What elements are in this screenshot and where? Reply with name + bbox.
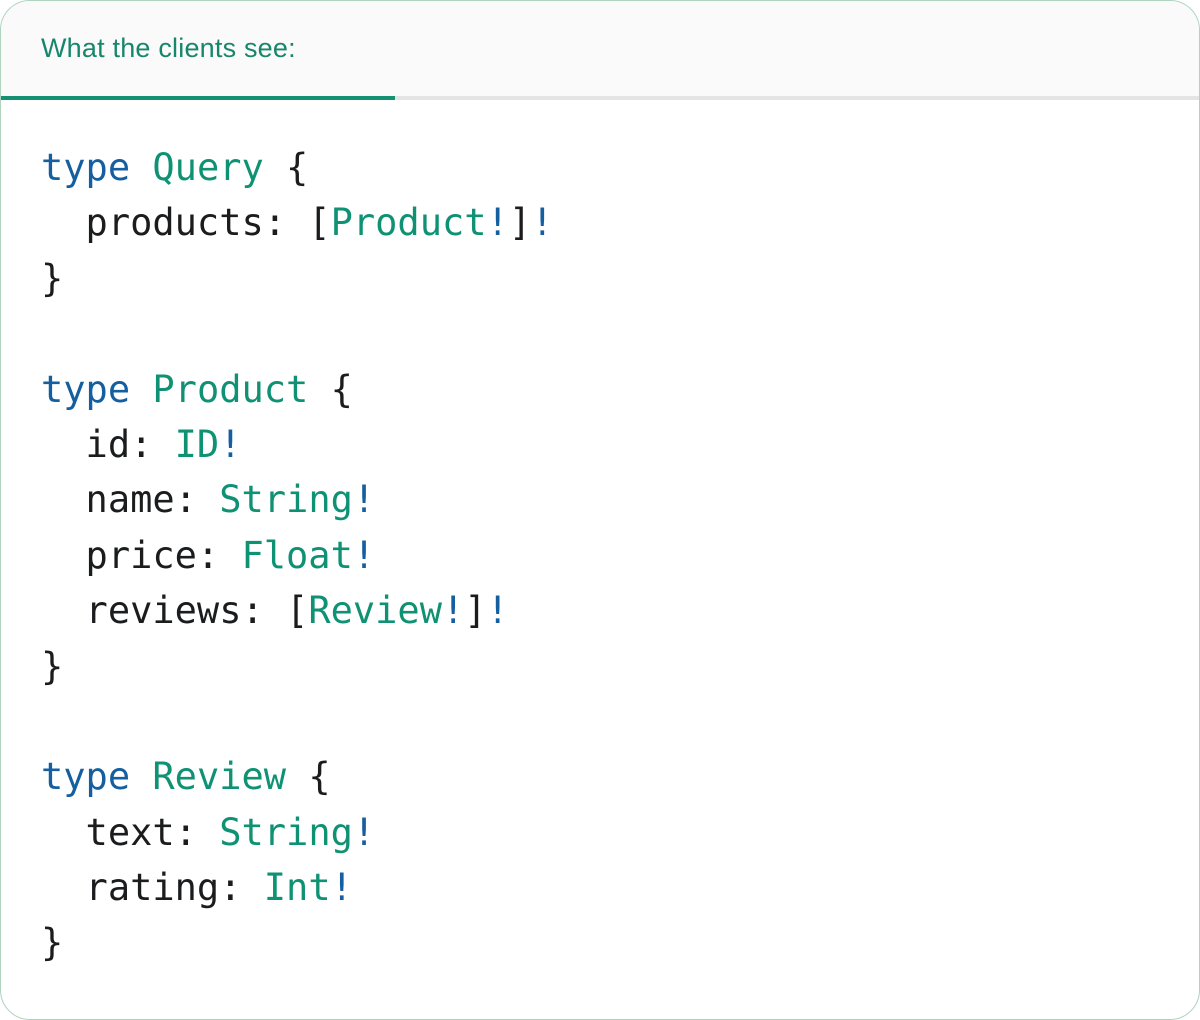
code-token: name: <box>41 478 220 522</box>
code-token: Int <box>263 866 331 910</box>
code-token: Float <box>241 533 353 577</box>
code-token: price: <box>41 533 242 577</box>
code-token: id: <box>41 422 175 466</box>
code-token: Review <box>308 589 442 633</box>
code-line <box>41 306 1169 361</box>
code-token: type <box>41 367 131 411</box>
code-token: } <box>41 921 64 965</box>
code-token <box>130 755 152 798</box>
code-line: products: [Product!]! <box>41 195 1169 250</box>
code-line: id: ID! <box>41 417 1169 472</box>
code-token: text: <box>41 810 220 854</box>
code-token: Product <box>330 201 487 245</box>
code-token <box>130 368 152 411</box>
code-token: Review <box>152 755 287 799</box>
graphql-schema-code-block: type Query { products: [Product!]!} type… <box>1 100 1199 971</box>
code-line: type Query { <box>41 140 1169 195</box>
code-token: String <box>219 478 353 522</box>
code-token: ! <box>531 201 554 245</box>
code-token: products: [ <box>41 201 331 245</box>
code-token: ] <box>508 201 532 245</box>
code-line: type Product { <box>41 362 1169 417</box>
code-token: reviews: [ <box>41 589 309 633</box>
code-token: Product <box>152 367 309 411</box>
card-header: What the clients see: <box>1 1 1199 100</box>
code-token: } <box>41 644 64 688</box>
code-line: name: String! <box>41 472 1169 527</box>
code-token: } <box>41 256 64 300</box>
code-token: ] <box>464 589 487 633</box>
code-token: ! <box>219 422 242 466</box>
code-token <box>130 146 152 189</box>
code-line: reviews: [Review!]! <box>41 583 1169 638</box>
code-token: ID <box>174 422 220 466</box>
code-line: } <box>41 251 1169 306</box>
code-line <box>41 694 1169 749</box>
code-token: { <box>286 755 331 799</box>
code-line: rating: Int! <box>41 860 1169 915</box>
code-token: ! <box>486 201 509 245</box>
code-token: ! <box>330 866 353 910</box>
code-token: ! <box>486 589 509 633</box>
code-line: type Review { <box>41 749 1169 804</box>
code-token: { <box>308 367 353 411</box>
tab-what-clients-see[interactable]: What the clients see: <box>1 1 296 96</box>
code-line: } <box>41 915 1169 970</box>
code-token: type <box>41 146 131 189</box>
tab-label: What the clients see: <box>41 33 296 63</box>
code-token: String <box>219 810 353 854</box>
code-token: ! <box>352 810 376 854</box>
code-token: ! <box>352 533 376 577</box>
code-token: type <box>41 755 131 799</box>
code-line: price: Float! <box>41 528 1169 583</box>
code-line: } <box>41 639 1169 694</box>
code-token: { <box>263 146 309 189</box>
active-tab-underline-indicator <box>1 96 395 100</box>
code-line: text: String! <box>41 805 1169 860</box>
code-token: ! <box>441 589 465 633</box>
code-token: rating: <box>41 866 264 910</box>
code-token: ! <box>352 478 376 522</box>
code-token: Query <box>152 146 264 189</box>
